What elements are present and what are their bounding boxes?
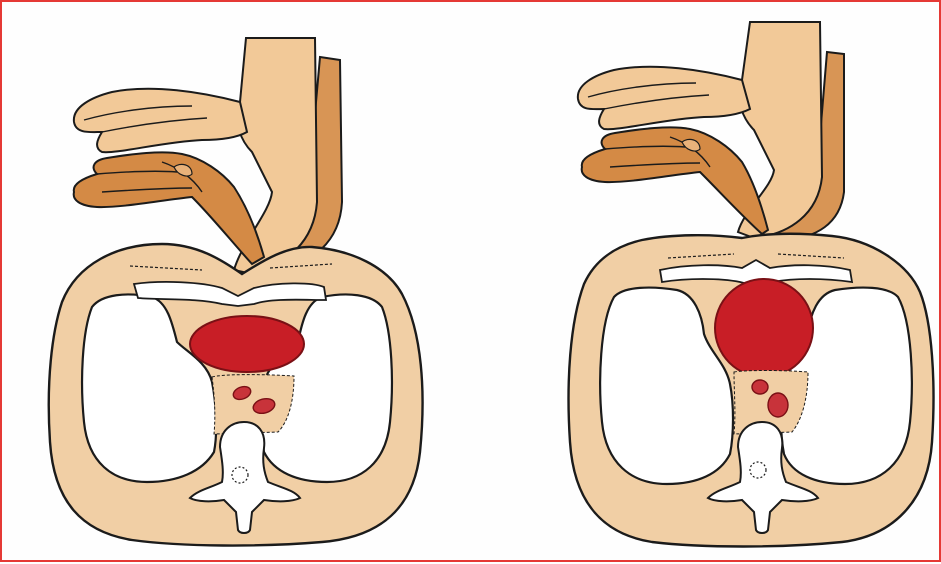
heart-round (715, 279, 813, 377)
esophagus (752, 380, 768, 394)
hands-raised (578, 22, 844, 240)
chest-cross-section (49, 244, 423, 546)
chest-cross-section (569, 234, 934, 547)
aorta (768, 393, 788, 417)
heart-compressed (190, 316, 304, 372)
upper-hand (578, 67, 750, 129)
release-illustration (472, 2, 941, 564)
lower-hand (582, 127, 768, 234)
compression-panel (2, 2, 472, 564)
release-panel (472, 2, 941, 564)
compression-illustration (2, 2, 472, 564)
upper-hand (74, 89, 247, 152)
hands-pressing (74, 38, 342, 274)
